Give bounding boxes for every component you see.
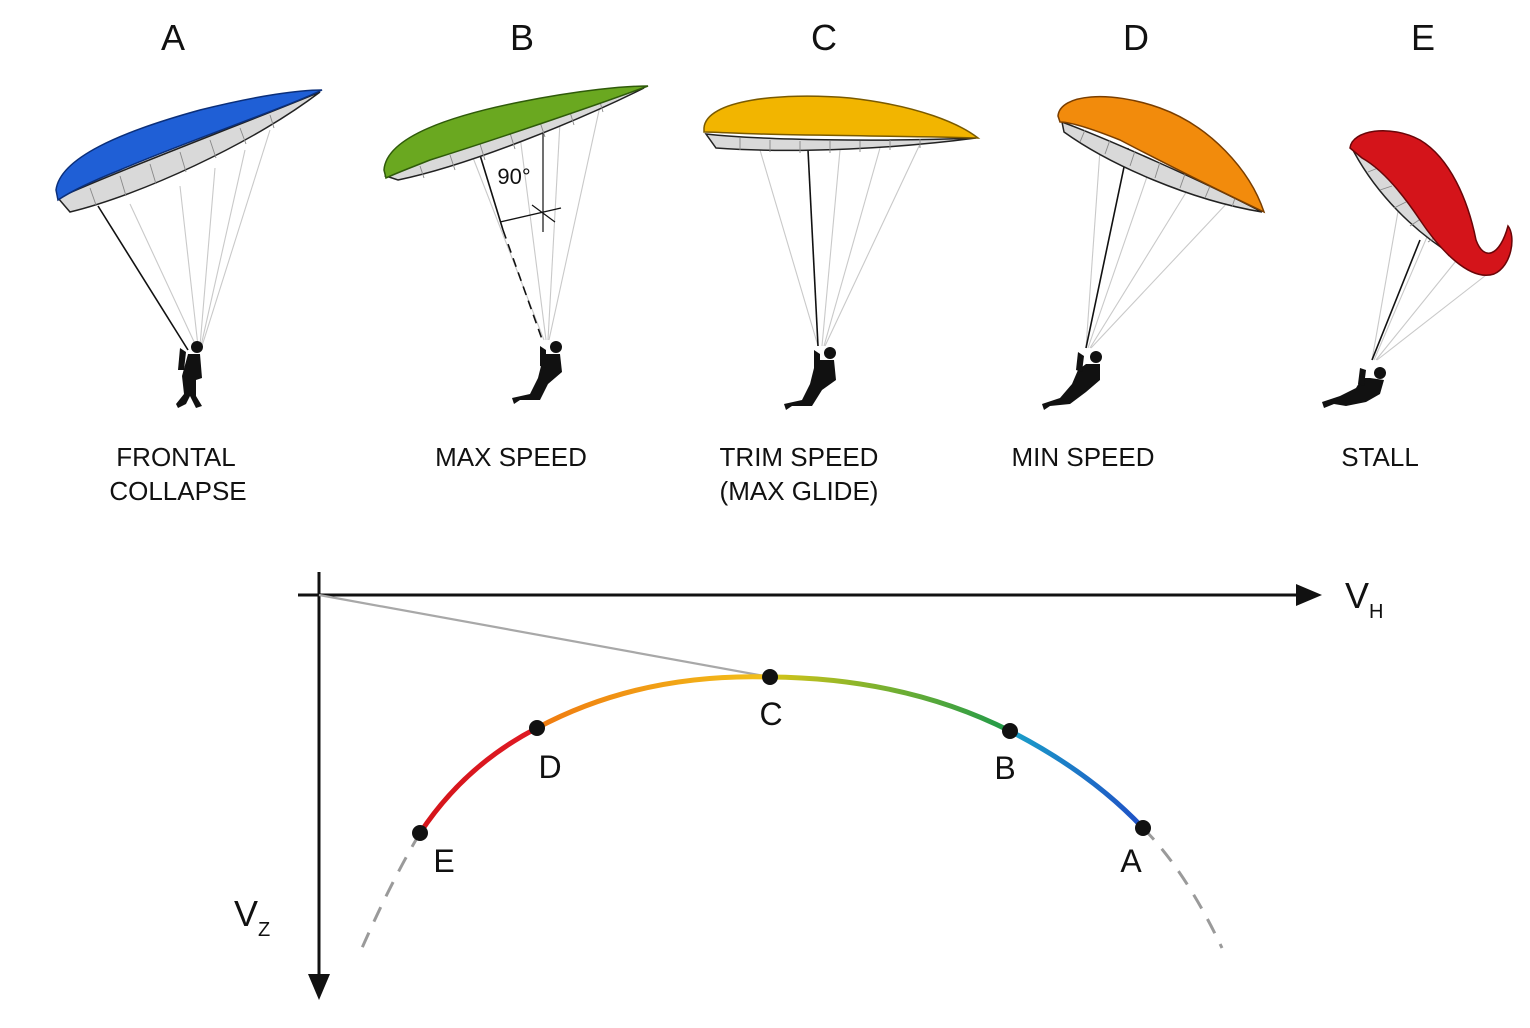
tangent-line <box>318 593 771 679</box>
wing-c-ribs <box>739 138 921 153</box>
polar-point-a <box>1135 820 1151 836</box>
wing-b-lines <box>469 105 601 343</box>
wing-b-dashed-line <box>502 229 544 343</box>
polar-point-c-label: C <box>759 696 782 732</box>
pilot-e-icon <box>1322 367 1386 408</box>
wing-a-underside <box>56 91 321 213</box>
polar-point-d <box>529 720 545 736</box>
wing-d-group: D MIN SPEED <box>1011 17 1266 472</box>
wing-c-caption-line-2: (MAX GLIDE) <box>720 476 879 506</box>
wing-b-angle-label: 90° <box>497 164 530 189</box>
wing-e-caption-line-1: STALL <box>1341 442 1419 472</box>
polar-graph: VH VZ E D C B A <box>234 572 1383 1000</box>
polar-point-d-label: D <box>538 749 561 785</box>
pilot-d-icon <box>1042 351 1102 410</box>
polar-point-a-label: A <box>1120 843 1142 879</box>
wing-c-caption-line-1: TRIM SPEED <box>720 442 879 472</box>
wing-e-lines <box>1371 199 1491 361</box>
y-axis-label: VZ <box>234 893 270 941</box>
wing-b-group: B 90° MAX SPEED <box>383 17 649 472</box>
wing-d-ribs <box>1079 129 1236 208</box>
x-axis-label: VH <box>1345 575 1383 623</box>
wing-d-letter: D <box>1123 17 1149 58</box>
wing-e-letter: E <box>1411 17 1435 58</box>
wing-a-letter: A <box>161 17 185 58</box>
wing-b-letter: B <box>510 17 534 58</box>
y-axis-arrowhead <box>308 974 330 1000</box>
pilot-c-icon <box>784 347 836 410</box>
wing-a-canopy <box>55 89 323 202</box>
wing-c-group: C TRIM SPEED (MAX GLIDE) <box>703 17 981 506</box>
wing-d-canopy <box>1057 95 1266 214</box>
polar-point-e <box>412 825 428 841</box>
wing-e-canopy <box>1349 129 1513 276</box>
polar-segment-e-d <box>417 725 540 836</box>
wing-c-letter: C <box>811 17 837 58</box>
polar-point-b <box>1002 723 1018 739</box>
wing-a-ribs <box>89 114 275 206</box>
polar-extension-left <box>360 832 422 949</box>
wing-d-underside <box>1060 120 1263 213</box>
wing-d-lines <box>1085 147 1231 349</box>
wing-b-canopy <box>383 85 649 180</box>
polar-segment-b-a <box>1007 728 1146 831</box>
x-axis-arrowhead <box>1296 584 1322 606</box>
polar-extension-right <box>1141 826 1224 949</box>
wing-e-group: E STALL <box>1322 17 1513 472</box>
wing-d-caption-line-1: MIN SPEED <box>1011 442 1154 472</box>
wing-a-caption-line-2: COLLAPSE <box>109 476 246 506</box>
polar-segment-d-c <box>534 674 773 731</box>
pilot-b-icon <box>512 341 562 404</box>
pilot-a-icon <box>176 341 203 408</box>
wing-a-lines <box>97 129 271 351</box>
wing-a-group: A FRONTAL COLLAPSE <box>55 17 323 506</box>
wing-c-canopy <box>703 95 981 139</box>
wing-b-caption-line-1: MAX SPEED <box>435 442 587 472</box>
polar-segment-c-b <box>767 674 1013 734</box>
wing-b-right-angle-line <box>499 207 562 223</box>
polar-point-e-label: E <box>433 843 454 879</box>
polar-point-b-label: B <box>994 750 1015 786</box>
wing-a-caption-line-1: FRONTAL <box>116 442 235 472</box>
polar-point-c <box>762 669 778 685</box>
wing-c-lines <box>759 143 921 347</box>
